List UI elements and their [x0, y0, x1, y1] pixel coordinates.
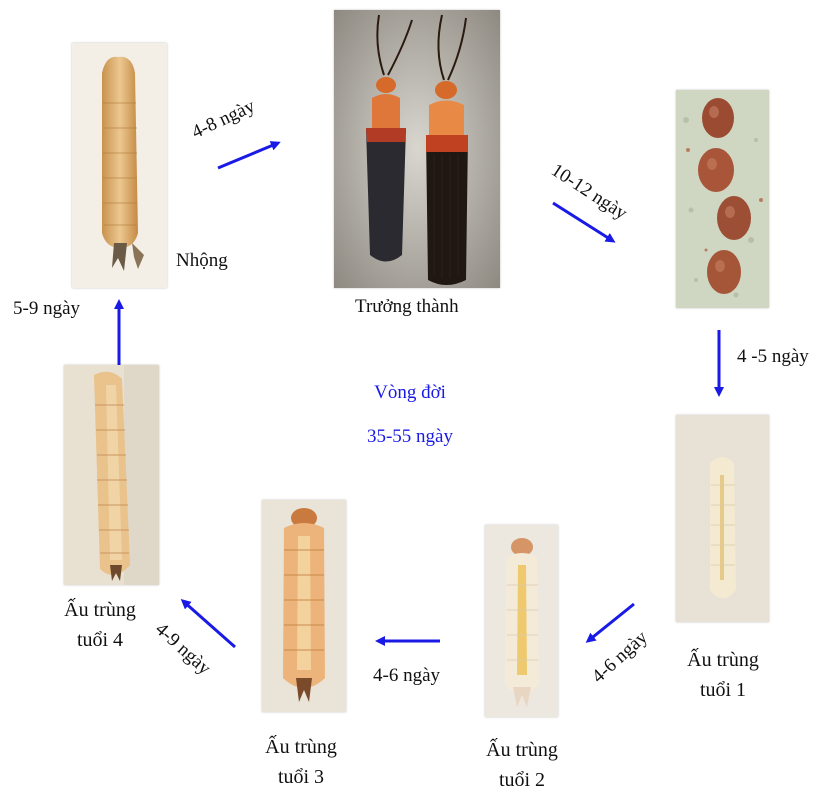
- instar2-label-line2: tuổi 2: [467, 765, 577, 795]
- instar2-label-line1: Ấu trùng: [467, 735, 577, 765]
- pupa-photo: [72, 43, 167, 288]
- eggs-photo: [676, 90, 769, 308]
- pupa-label: Nhộng: [176, 249, 228, 272]
- instar3-label-line2: tuổi 3: [246, 762, 356, 792]
- instar3-label: Ấu trùng tuổi 3: [246, 732, 356, 792]
- duration-instar4-to-pupa: 5-9 ngày: [13, 297, 80, 320]
- instar3-photo: [262, 500, 346, 712]
- instar4-label-line2: tuổi 4: [45, 625, 155, 655]
- adult-label: Trưởng thành: [355, 295, 459, 318]
- instar1-photo: [676, 415, 769, 622]
- duration-pupa-to-adult: 4-8 ngày: [188, 95, 258, 144]
- lifecycle-total-duration: 35-55 ngày: [330, 426, 490, 448]
- lifecycle-title: Vòng đời: [330, 382, 490, 404]
- duration-instar3-to-instar4: 4-9 ngày: [150, 618, 215, 680]
- instar4-photo: [64, 365, 159, 585]
- instar1-label-line1: Ấu trùng: [668, 645, 778, 675]
- instar1-label-line2: tuổi 1: [668, 675, 778, 705]
- duration-adult-to-egg: 10-12 ngày: [547, 159, 632, 225]
- instar4-label-line1: Ấu trùng: [45, 595, 155, 625]
- instar2-label: Ấu trùng tuổi 2: [467, 735, 577, 795]
- instar2-photo: [485, 525, 558, 717]
- instar1-label: Ấu trùng tuổi 1: [668, 645, 778, 705]
- adult-photo: [334, 10, 500, 288]
- duration-instar1-to-instar2: 4-6 ngày: [587, 626, 652, 688]
- duration-egg-to-instar1: 4 -5 ngày: [737, 345, 809, 368]
- instar4-label: Ấu trùng tuổi 4: [45, 595, 155, 655]
- instar3-label-line1: Ấu trùng: [246, 732, 356, 762]
- arrow-pupa-to-adult: [218, 143, 278, 168]
- duration-instar2-to-instar3: 4-6 ngày: [373, 664, 440, 687]
